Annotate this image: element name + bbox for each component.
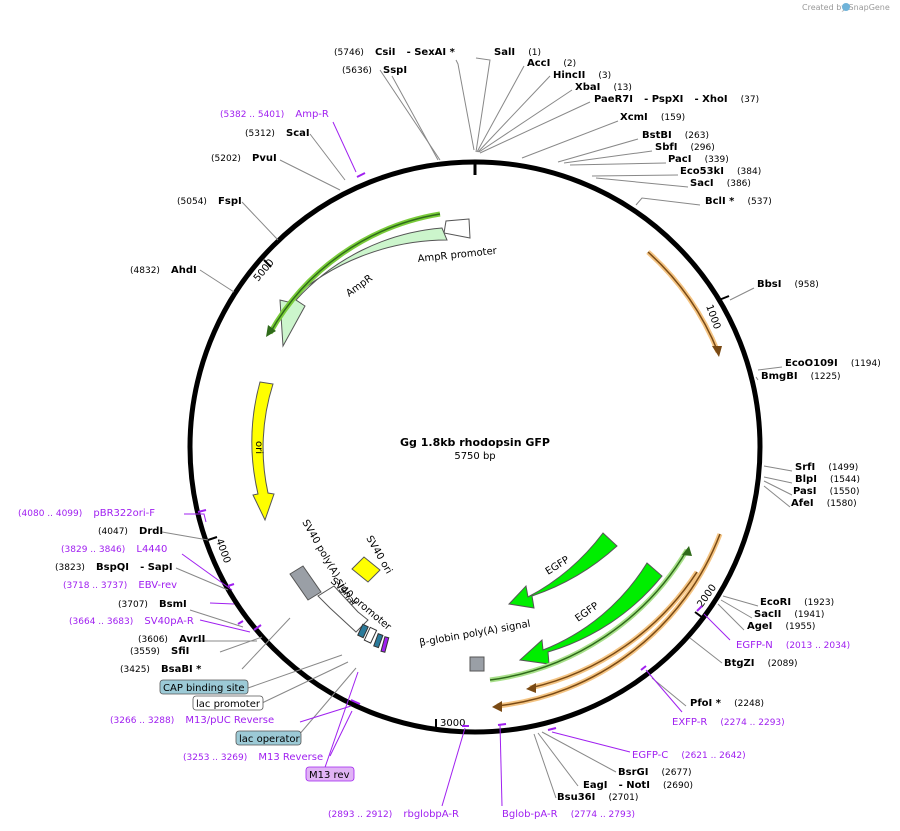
lac-operator-box[interactable] [373, 633, 384, 649]
enzyme-eagi[interactable]: EagI - NotI (2690) [583, 773, 693, 792]
enzyme-ahdi[interactable]: (4832) AhdI [130, 258, 197, 277]
connector-lines [161, 57, 793, 799]
primer-pbr322ori-f[interactable]: (4080 .. 4099) pBR322ori-F [18, 501, 155, 520]
enzyme-blpi[interactable]: BlpI (1544) [795, 467, 860, 486]
enzyme-xcmi[interactable]: XcmI (159) [620, 105, 685, 124]
lac-promoter-tag[interactable] [192, 695, 264, 711]
enzyme-sacii[interactable]: SacII (1941) [754, 602, 824, 621]
enzyme-ecoo109i[interactable]: EcoO109I (1194) [785, 351, 881, 370]
enzyme-xbai[interactable]: XbaI (13) [575, 75, 632, 94]
primer-l4440[interactable]: (3829 .. 3846) L4440 [61, 537, 167, 556]
primer-egfp-c[interactable]: EGFP-C (2621 .. 2642) [632, 743, 746, 762]
bglobin-polya-label: β-globin poly(A) signal [419, 619, 532, 649]
enzyme-avrii[interactable]: (3606) AvrII [138, 627, 205, 646]
primer-marks [197, 172, 703, 731]
ampr-promoter-arrow[interactable] [443, 218, 471, 239]
primer-exfp-r[interactable]: EXFP-R (2274 .. 2293) [672, 710, 785, 729]
enzyme-bspqi[interactable]: (3823) BspQI - SapI [55, 555, 173, 574]
map-length: 5750 bp [454, 451, 495, 462]
enzyme-afei[interactable]: AfeI (1580) [791, 491, 857, 510]
enzyme-fspi[interactable]: (5054) FspI [177, 189, 242, 208]
enzyme-drdi[interactable]: (4047) DrdI [98, 519, 163, 538]
enzyme-hincii[interactable]: HincII (3) [553, 63, 611, 82]
map-title: Gg 1.8kb rhodopsin GFP [400, 436, 550, 449]
enzyme-bmgbi[interactable]: BmgBI (1225) [761, 364, 841, 383]
egfp-arrow-2[interactable] [518, 562, 663, 665]
lac-promoter-box[interactable] [363, 626, 378, 644]
ampr-promoter-label: AmpR promoter [417, 246, 498, 265]
primer-ebv-rev[interactable]: (3718 .. 3737) EBV-rev [63, 573, 177, 592]
enzyme-ecori[interactable]: EcoRI (1923) [760, 590, 834, 609]
orange-feature-arrowhead-top [712, 346, 722, 357]
enzyme-srfi[interactable]: SrfI (1499) [795, 455, 858, 474]
enzyme-bstbi[interactable]: BstBI (263) [642, 123, 709, 142]
cap-binding-site-tag[interactable] [159, 679, 249, 695]
cap-binding-site-label: CAP binding site [163, 683, 245, 694]
enzyme-bsu36i[interactable]: Bsu36I (2701) [557, 785, 638, 804]
enzyme-agei[interactable]: AgeI (1955) [747, 614, 815, 633]
enzyme-scai[interactable]: (5312) ScaI [245, 121, 310, 140]
enzyme-pvui[interactable]: (5202) PvuI [211, 146, 277, 165]
primer-amp-r[interactable]: (5382 .. 5401) Amp-R [220, 102, 329, 121]
ampr-label: AmpR [344, 273, 375, 299]
enzyme-bsmi[interactable]: (3707) BsmI [118, 592, 187, 611]
enzyme-csii[interactable]: (5746) CsiI - SexAI * [334, 40, 456, 59]
ampr-arrow[interactable] [279, 227, 448, 348]
cap-binding-site-box[interactable] [357, 623, 369, 639]
orange-feature-arrowhead-mid [526, 683, 536, 693]
primer-rbglobpa-r[interactable]: (2893 .. 2912) rbglobpA-R [328, 802, 459, 821]
ori-label: ori [253, 441, 264, 454]
enzyme-bbsi[interactable]: BbsI (958) [757, 272, 819, 291]
primer-m13-puc-reverse[interactable]: (3266 .. 3288) M13/pUC Reverse [110, 708, 274, 727]
egfp-arrow-1[interactable] [507, 532, 618, 609]
tick-label-3000: 3000 [440, 718, 465, 729]
lac-promoter-label: lac promoter [196, 699, 261, 710]
m13-rev-tag[interactable] [305, 766, 355, 782]
enzyme-bsrgi[interactable]: BsrGI (2677) [618, 760, 691, 779]
enzyme-btgzi[interactable]: BtgZI (2089) [724, 651, 798, 670]
ampr-translation-arrowhead [266, 325, 276, 337]
green-translation-arrowhead-lower [682, 546, 692, 556]
snapgene-logo-icon [842, 3, 850, 11]
ori-arrow[interactable] [251, 381, 275, 522]
enzyme-eco53ki[interactable]: Eco53kI (384) [680, 159, 761, 178]
primer-m13-reverse[interactable]: (3253 .. 3269) M13 Reverse [183, 745, 323, 764]
enzyme-bsabi[interactable]: (3425) BsaBI * [120, 657, 202, 676]
primer-connectors [181, 121, 731, 807]
orange-feature-arrowhead-bottom [492, 701, 502, 712]
enzyme-acci[interactable]: AccI (2) [527, 51, 576, 70]
sv40-promoter-arrow[interactable] [317, 585, 369, 633]
primer-bglob-pa-r[interactable]: Bglob-pA-R (2774 .. 2793) [502, 802, 635, 821]
enzyme-saci[interactable]: SacI (386) [690, 171, 751, 190]
sv40-polya-box[interactable] [289, 565, 322, 601]
sv40-ori-box[interactable] [351, 556, 381, 583]
enzyme-sali[interactable]: SalI (1) [494, 40, 541, 59]
primer-sv40pa-r[interactable]: (3664 .. 3683) SV40pA-R [69, 609, 194, 628]
tick-marks [207, 259, 730, 729]
enzyme-paci[interactable]: PacI (339) [668, 147, 729, 166]
enzyme-paer7i[interactable]: PaeR7I - PspXI - XhoI (37) [594, 87, 759, 106]
enzyme-sfii[interactable]: (3559) SfiI [130, 639, 189, 658]
primer-egfp-n[interactable]: EGFP-N (2013 .. 2034) [736, 633, 850, 652]
enzyme-bcli[interactable]: BclI * (537) [705, 189, 772, 208]
enzyme-pfoi[interactable]: PfoI * (2248) [690, 691, 764, 710]
enzyme-pasi[interactable]: PasI (1550) [793, 479, 860, 498]
enzyme-sbfi[interactable]: SbfI (296) [655, 135, 715, 154]
enzyme-sspi[interactable]: (5636) SspI [342, 58, 407, 77]
lac-operator-label: lac operator [239, 734, 300, 745]
orange-feature-arc-top [646, 250, 721, 353]
bglobin-polya-box[interactable] [469, 656, 485, 672]
m13-rev-box[interactable] [380, 636, 390, 653]
lac-operator-tag[interactable] [235, 730, 302, 746]
m13-rev-label: M13 rev [309, 770, 350, 781]
